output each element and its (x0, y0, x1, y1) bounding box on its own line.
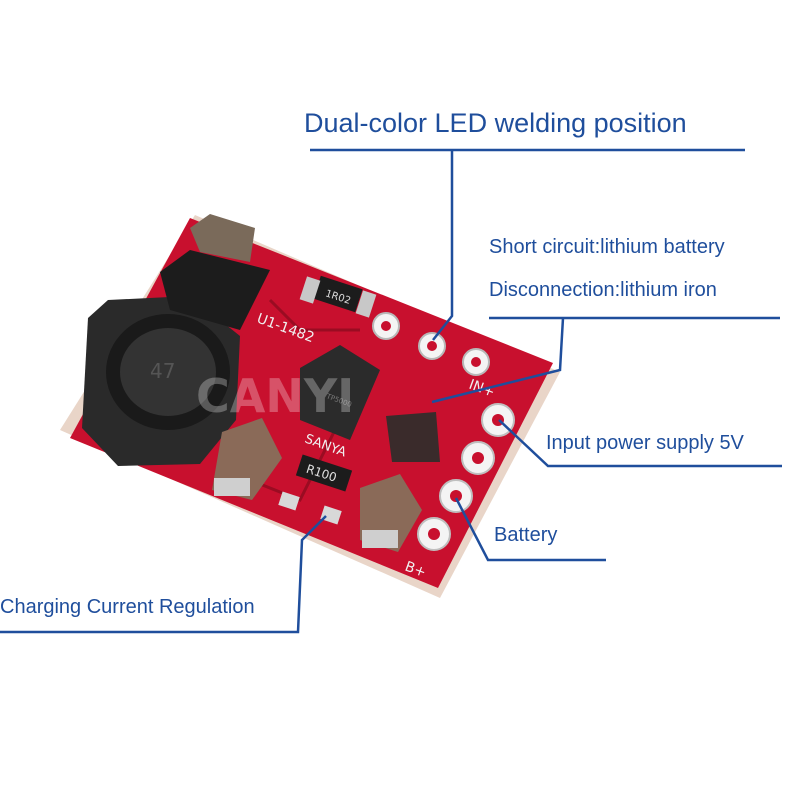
resistor-bottom: R100 (295, 454, 353, 492)
callout-charging-current: Charging Current Regulation (0, 596, 255, 618)
pad (278, 491, 300, 511)
leader-lines (0, 148, 782, 634)
capacitor-mid (386, 412, 440, 462)
capacitor-right (360, 474, 422, 552)
charger-ic: TP5000 (300, 345, 380, 440)
leader-led-drop (432, 150, 454, 341)
copper-trace (268, 298, 360, 332)
capacitor-left (212, 418, 282, 500)
callout-led-position: Dual-color LED welding position (304, 108, 687, 138)
callout-battery: Battery (494, 524, 558, 546)
watermark: CANYI (196, 369, 354, 423)
connection-pads (417, 403, 515, 551)
leader-input (498, 419, 782, 468)
callout-disconnection: Disconnection:lithium iron (489, 279, 717, 301)
pad (320, 505, 342, 525)
svg-text:47: 47 (150, 359, 175, 383)
leader-mode-drop (431, 317, 565, 404)
callout-input-power: Input power supply 5V (546, 432, 744, 454)
leader-battery (454, 497, 606, 562)
resistor-top: 1R02 (299, 275, 377, 318)
pin-battery-label: B+ (403, 559, 429, 581)
callout-short-circuit: Short circuit:lithium battery (489, 236, 725, 258)
leader-charge (0, 515, 327, 634)
inductor: 47 (82, 296, 240, 466)
led-pads (372, 312, 490, 376)
schottky-diode (160, 214, 270, 330)
